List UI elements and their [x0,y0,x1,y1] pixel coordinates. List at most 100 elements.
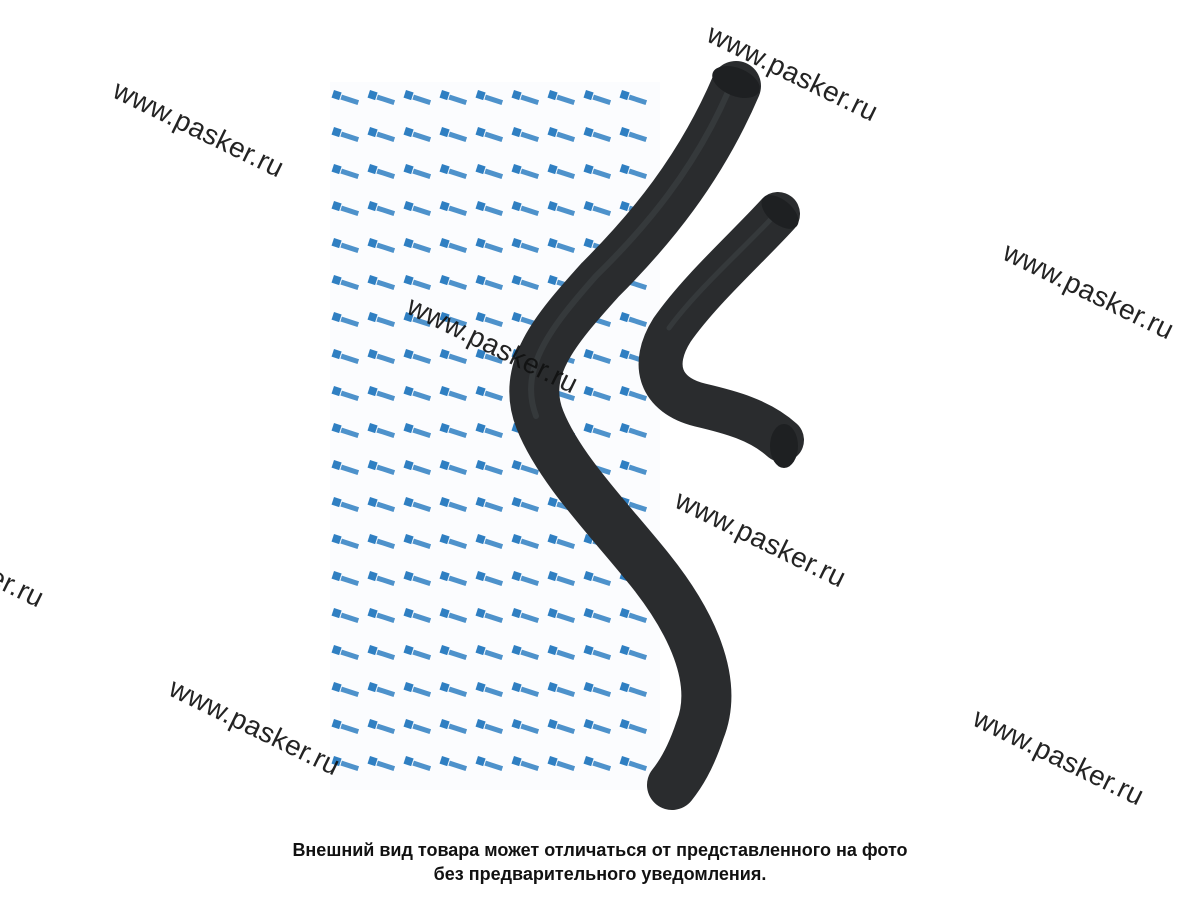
kraft-logo-wordmark [592,649,612,661]
kraft-logo-badge [331,423,342,434]
kraft-logo-badge [367,645,378,656]
kraft-logo [475,682,504,698]
kraft-logo-badge [439,719,450,730]
kraft-logo-wordmark [592,168,612,180]
kraft-logo [439,238,468,254]
kraft-logo-wordmark [376,575,396,587]
kraft-logo [511,238,540,254]
kraft-logo-wordmark [412,538,432,550]
kraft-logo-badge [583,164,594,175]
kraft-logo-wordmark [592,723,612,735]
kraft-logo-badge [331,571,342,582]
kraft-logo-badge [547,571,558,582]
kraft-logo-badge [439,349,450,360]
kraft-logo-badge [511,201,522,212]
kraft-logo [475,756,504,772]
kraft-logo-wordmark [376,427,396,439]
kraft-logo [403,164,432,180]
kraft-logo-badge [439,571,450,582]
kraft-logo [403,349,432,365]
kraft-logo-wordmark [484,686,504,698]
kraft-logo [439,349,468,365]
kraft-logo-wordmark [340,649,360,661]
kraft-logo-badge [367,534,378,545]
kraft-packaging-backing [330,82,660,790]
kraft-logo-wordmark [376,94,396,106]
kraft-logo-badge [583,756,594,767]
kraft-logo-wordmark [448,168,468,180]
kraft-logo-wordmark [340,168,360,180]
kraft-logo-badge [547,719,558,730]
kraft-logo-wordmark [376,723,396,735]
kraft-logo-wordmark [376,205,396,217]
kraft-logo-badge [475,386,486,397]
kraft-logo [547,719,576,735]
long-hose [509,61,761,810]
kraft-logo-badge [511,127,522,138]
kraft-logo-wordmark [520,168,540,180]
kraft-logo [331,164,360,180]
kraft-logo-badge [439,682,450,693]
kraft-logo-badge [403,275,414,286]
kraft-logo-wordmark [484,205,504,217]
kraft-logo [439,164,468,180]
kraft-logo-wordmark [520,686,540,698]
kraft-logo-wordmark [556,723,576,735]
kraft-logo [403,90,432,106]
kraft-logo-badge [511,608,522,619]
kraft-logo [439,386,468,402]
kraft-logo-badge [511,534,522,545]
kraft-logo [403,423,432,439]
kraft-logo-wordmark [592,353,612,365]
kraft-logo-wordmark [412,612,432,624]
kraft-logo-badge [403,386,414,397]
kraft-logo-badge [475,275,486,286]
kraft-logo-wordmark [628,760,648,772]
kraft-logo-badge [331,90,342,101]
kraft-logo-wordmark [448,612,468,624]
kraft-logo [511,571,540,587]
kraft-logo-wordmark [376,760,396,772]
kraft-logo [367,719,396,735]
kraft-logo-wordmark [376,649,396,661]
kraft-logo-badge [511,460,522,471]
kraft-logo-wordmark [592,686,612,698]
kraft-logo-badge [403,534,414,545]
kraft-logo [475,608,504,624]
kraft-logo-badge [403,645,414,656]
kraft-logo [439,275,468,291]
kraft-logo [511,164,540,180]
kraft-logo [547,608,576,624]
kraft-logo-wordmark [448,279,468,291]
kraft-logo-wordmark [448,427,468,439]
disclaimer-line-2: без предварительного уведомления. [433,864,767,884]
kraft-logo-wordmark [484,316,504,328]
kraft-logo [475,460,504,476]
kraft-logo [475,534,504,550]
kraft-logo [367,756,396,772]
kraft-logo-wordmark [340,242,360,254]
kraft-logo [583,201,612,217]
kraft-logo-badge [475,756,486,767]
kraft-logo-wordmark [628,686,648,698]
kraft-logo-badge [547,90,558,101]
kraft-logo [331,497,360,513]
kraft-logo-wordmark [448,205,468,217]
kraft-logo-badge [547,534,558,545]
kraft-logo [439,571,468,587]
kraft-logo-wordmark [484,131,504,143]
kraft-logo [367,423,396,439]
kraft-logo-badge [547,201,558,212]
kraft-logo-badge [439,312,450,323]
kraft-logo-badge [331,645,342,656]
kraft-logo-badge [331,164,342,175]
kraft-logo [583,682,612,698]
short-hose-top-end [761,195,799,229]
kraft-logo-badge [331,460,342,471]
kraft-logo-wordmark [484,168,504,180]
kraft-logo-badge [439,645,450,656]
kraft-logo-badge [475,349,486,360]
kraft-logo [583,386,612,402]
kraft-logo [403,719,432,735]
kraft-logo-badge [475,423,486,434]
